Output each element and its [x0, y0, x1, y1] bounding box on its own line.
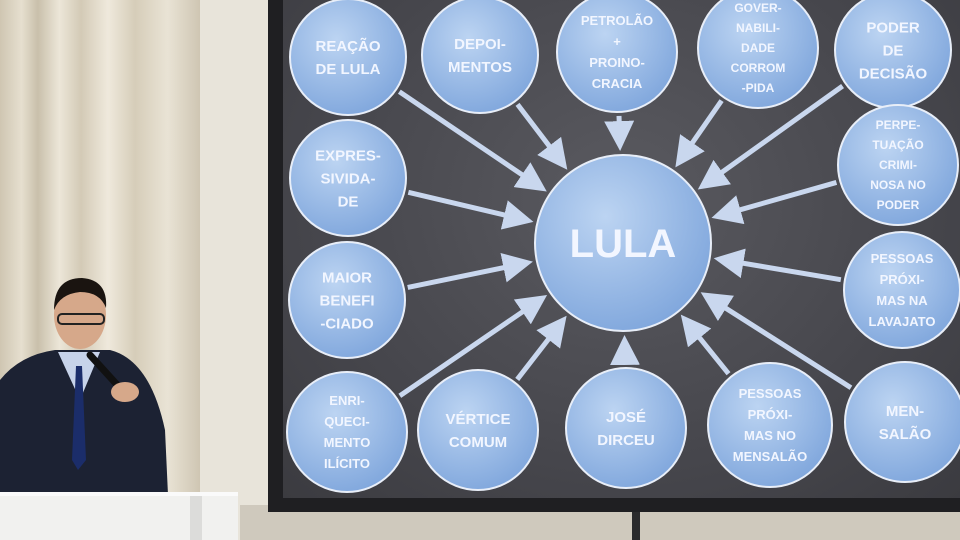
node-label-line: VÉRTICE — [445, 411, 510, 428]
node-label-line: EXPRES- — [315, 147, 381, 164]
arrow-poder — [697, 84, 845, 190]
node-label-line: DE — [338, 193, 359, 210]
node-label-line: QUECI- — [324, 414, 370, 429]
node-label-line: MAS NO — [744, 428, 796, 443]
node-label-line: PODER — [877, 198, 920, 212]
node-label-line: TUAÇÃO — [872, 137, 923, 152]
arrow-enriquecimento — [398, 294, 548, 398]
node-label-line: DIRCEU — [597, 432, 655, 449]
node-depoimentos: DEPOI- MENTOS — [421, 0, 539, 114]
node-label-line: PRÓXI- — [748, 407, 793, 422]
arrow-mensalao-pessoas — [680, 314, 731, 376]
node-label-line: PESSOAS — [871, 251, 934, 266]
node-label-line: LAVAJATO — [869, 314, 936, 329]
podium — [0, 492, 238, 540]
podium-leg — [190, 496, 202, 540]
node-enriquecimento: ENRI- QUECI- MENTO ILÍCITO — [286, 371, 408, 493]
node-label-line: MENTO — [324, 435, 371, 450]
arrow-vertice — [515, 315, 567, 381]
node-label-line: PODER — [866, 19, 920, 36]
node-label-line: MENTOS — [448, 59, 512, 76]
node-expressividade: EXPRES- SIVIDA- DE — [289, 119, 407, 237]
arrow-lavajato — [713, 248, 842, 283]
arrow-governabilidade — [675, 99, 724, 168]
node-label-line: ILÍCITO — [324, 456, 370, 471]
arrow-petrolao — [604, 115, 635, 152]
node-label-line: SIVIDA- — [320, 170, 375, 187]
node-perpetuacao: PERPE- TUAÇÃO CRIMI- NOSA NO PODER — [837, 104, 959, 226]
node-vertice: VÉRTICE COMUM — [417, 369, 539, 491]
wall — [200, 0, 275, 540]
center-node-lula: LULA — [534, 154, 712, 332]
node-maior: MAIOR BENEFI -CIADO — [288, 241, 406, 359]
node-label-line: JOSÉ — [606, 409, 646, 426]
node-label-line: MAIOR — [322, 269, 372, 286]
node-governabilidade: GOVER- NABILI- DADE CORROM -PIDA — [697, 0, 819, 109]
node-label-line: -PIDA — [742, 81, 775, 95]
node-jose: JOSÉ DIRCEU — [565, 367, 687, 489]
arrow-reacao — [397, 89, 547, 192]
arrow-depoimentos — [515, 102, 568, 170]
node-label-line: REAÇÃO — [315, 37, 380, 55]
speaker-person — [0, 278, 168, 495]
node-lavajato: PESSOAS PRÓXI- MAS NA LAVAJATO — [843, 231, 960, 349]
node-poder: PODER DE DECISÃO — [834, 0, 952, 109]
node-petrolao: PETROLÃO + PROINO- CRACIA — [556, 0, 678, 113]
node-label-line: PRÓXI- — [880, 272, 925, 287]
node-label-line: PETROLÃO — [581, 13, 653, 28]
node-label-line: COMUM — [449, 434, 507, 451]
node-label-line: PERPE- — [876, 118, 921, 132]
node-label-line: DE — [883, 42, 904, 59]
node-mensalao-pessoas: PESSOAS PRÓXI- MAS NO MENSALÃO — [707, 362, 833, 488]
screen-stand-pole — [632, 512, 640, 540]
node-label-line: BENEFI — [319, 292, 374, 309]
node-label-line: DE LULA — [316, 61, 381, 78]
node-reacao: REAÇÃO DE LULA — [289, 0, 407, 116]
center-label: LULA — [570, 222, 677, 266]
node-label-line: MAS NA — [876, 293, 928, 308]
node-label-line: + — [613, 34, 621, 49]
node-label-line: MEN- — [886, 403, 924, 420]
node-label-line: ENRI- — [329, 393, 364, 408]
node-label-line: CORROM — [731, 61, 786, 75]
node-label-line: GOVER- — [734, 1, 781, 15]
node-label-line: NOSA NO — [870, 178, 926, 192]
node-label-line: PESSOAS — [739, 386, 802, 401]
node-mensalao: MEN- SALÃO — [844, 361, 960, 483]
arrow-maior — [407, 252, 533, 290]
node-label-line: DADE — [741, 41, 775, 55]
node-label-line: CRIMI- — [879, 158, 917, 172]
arrow-expressividade — [407, 189, 534, 230]
node-label-line: MENSALÃO — [733, 449, 807, 464]
node-label-line: NABILI- — [736, 21, 780, 35]
arrow-perpetuacao — [711, 180, 838, 225]
node-label-line: CRACIA — [592, 76, 643, 91]
node-label-line: DEPOI- — [454, 36, 506, 53]
arrow-mensalao — [700, 292, 853, 390]
node-label-line: DECISÃO — [859, 64, 928, 82]
node-label-line: SALÃO — [879, 425, 932, 443]
node-label-line: -CIADO — [320, 315, 374, 332]
node-label-line: PROINO- — [589, 55, 645, 70]
